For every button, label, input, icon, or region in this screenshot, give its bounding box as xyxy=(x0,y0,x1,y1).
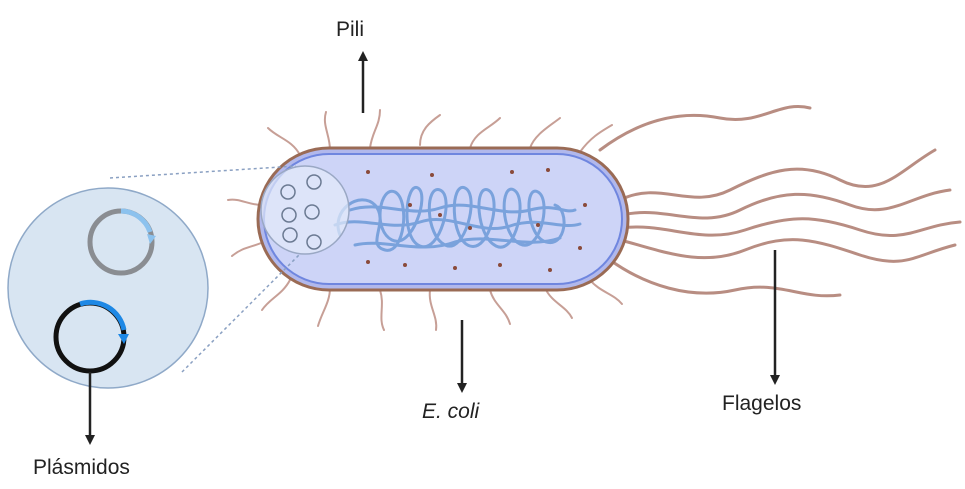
plasmidos-label: Plásmidos xyxy=(33,456,130,480)
pili-label: Pili xyxy=(336,18,364,42)
flagelos-label: Flagelos xyxy=(722,392,801,416)
plasmid-zoom-view xyxy=(8,188,208,388)
flagella xyxy=(600,106,960,295)
ecoli-label: E. coli xyxy=(422,400,479,424)
plasmid-region-highlight xyxy=(261,166,349,254)
